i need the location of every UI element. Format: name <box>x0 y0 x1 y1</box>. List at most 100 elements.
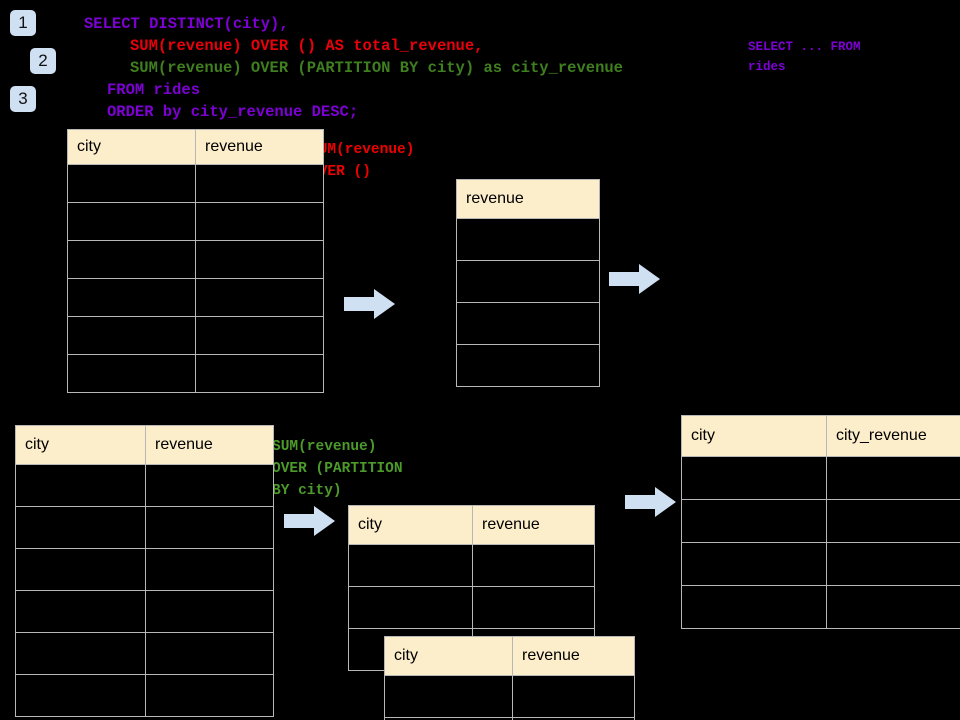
data-cell <box>195 240 324 279</box>
data-cell <box>195 354 324 393</box>
data-cell <box>15 632 146 675</box>
annotation-city-revenue: SUM(revenue) OVER (PARTITION BY city) <box>272 439 403 499</box>
side-note-line-2: rides <box>748 60 786 74</box>
step-badge-2[interactable]: 2 <box>30 48 56 74</box>
data-cell <box>456 344 600 387</box>
sql-line-select-distinct: SELECT DISTINCT(city), <box>84 15 289 33</box>
header-cell-revenue: revenue <box>195 129 324 165</box>
table-header-row: city revenue <box>15 425 274 465</box>
rides-source-table-bottom: city revenue <box>15 425 274 717</box>
table-row <box>456 260 600 303</box>
table-row <box>384 717 635 720</box>
table-row <box>67 354 324 393</box>
header-cell-city: city <box>384 636 513 676</box>
data-cell <box>195 202 324 241</box>
data-cell <box>67 164 196 203</box>
data-cell <box>67 278 196 317</box>
data-cell <box>456 218 600 261</box>
table-row <box>15 506 274 549</box>
table-header-row: revenue <box>456 179 600 219</box>
table-row <box>15 464 274 507</box>
arrow-right-icon-top-right <box>609 264 660 294</box>
table-row <box>348 586 595 629</box>
table-header-row: city revenue <box>348 505 595 545</box>
annotation-total-revenue: SUM(revenue) OVER () <box>310 142 415 180</box>
data-cell <box>195 278 324 317</box>
side-note-line-1: SELECT ... FROM <box>748 40 861 54</box>
header-cell-city-revenue: city_revenue <box>826 415 960 457</box>
data-cell <box>512 675 635 718</box>
table-row <box>15 632 274 675</box>
data-cell <box>512 717 635 720</box>
rides-source-table-top: city revenue <box>67 129 324 393</box>
table-row <box>67 164 324 203</box>
data-cell <box>145 674 274 717</box>
sql-line-total-revenue: SUM(revenue) OVER () AS total_revenue, <box>130 37 484 55</box>
table-row <box>681 456 960 500</box>
data-cell <box>15 674 146 717</box>
data-cell <box>456 302 600 345</box>
data-cell <box>456 260 600 303</box>
table-row <box>384 675 635 718</box>
data-cell <box>145 506 274 549</box>
header-cell-revenue: revenue <box>512 636 635 676</box>
header-cell-revenue: revenue <box>456 179 600 219</box>
data-cell <box>15 506 146 549</box>
table-row <box>67 316 324 355</box>
table-row <box>15 548 274 591</box>
data-cell <box>15 590 146 633</box>
data-cell <box>145 548 274 591</box>
table-row <box>456 218 600 261</box>
data-cell <box>67 202 196 241</box>
data-cell <box>15 464 146 507</box>
table-row <box>681 585 960 629</box>
table-header-row: city revenue <box>67 129 324 165</box>
data-cell <box>681 585 827 629</box>
data-cell <box>472 544 595 587</box>
table-row <box>681 542 960 586</box>
table-row <box>15 674 274 717</box>
arrow-right-icon-bottom-left <box>284 506 335 536</box>
data-cell <box>67 240 196 279</box>
table-row <box>456 344 600 387</box>
table-row <box>681 499 960 543</box>
data-cell <box>145 590 274 633</box>
header-cell-city: city <box>15 425 146 465</box>
table-header-row: city city_revenue <box>681 415 960 457</box>
total-revenue-table: revenue <box>456 179 600 387</box>
sql-line-order-by: ORDER by city_revenue DESC; <box>107 103 359 121</box>
data-cell <box>826 456 960 500</box>
header-cell-city: city <box>348 505 473 545</box>
data-cell <box>681 542 827 586</box>
data-cell <box>145 632 274 675</box>
sql-line-from: FROM rides <box>107 81 201 99</box>
data-cell <box>348 544 473 587</box>
table-row <box>67 202 324 241</box>
table-row <box>67 278 324 317</box>
data-cell <box>195 164 324 203</box>
data-cell <box>681 456 827 500</box>
data-cell <box>67 316 196 355</box>
table-row <box>456 302 600 345</box>
data-cell <box>826 542 960 586</box>
arrow-right-icon-bottom-right <box>625 487 676 517</box>
data-cell <box>15 548 146 591</box>
header-cell-city: city <box>67 129 196 165</box>
table-row <box>67 240 324 279</box>
table-row <box>348 544 595 587</box>
data-cell <box>826 499 960 543</box>
data-cell <box>826 585 960 629</box>
data-cell <box>67 354 196 393</box>
data-cell <box>384 675 513 718</box>
sql-line-city-revenue: SUM(revenue) OVER (PARTITION BY city) as… <box>130 59 623 77</box>
step-badge-1[interactable]: 1 <box>10 10 36 36</box>
result-table: city city_revenue <box>681 415 960 629</box>
step-badge-3[interactable]: 3 <box>10 86 36 112</box>
arrow-right-icon-top-left <box>344 289 395 319</box>
data-cell <box>195 316 324 355</box>
header-cell-city: city <box>681 415 827 457</box>
header-cell-revenue: revenue <box>472 505 595 545</box>
data-cell <box>681 499 827 543</box>
partition-group-table-b: city revenue <box>384 636 635 720</box>
